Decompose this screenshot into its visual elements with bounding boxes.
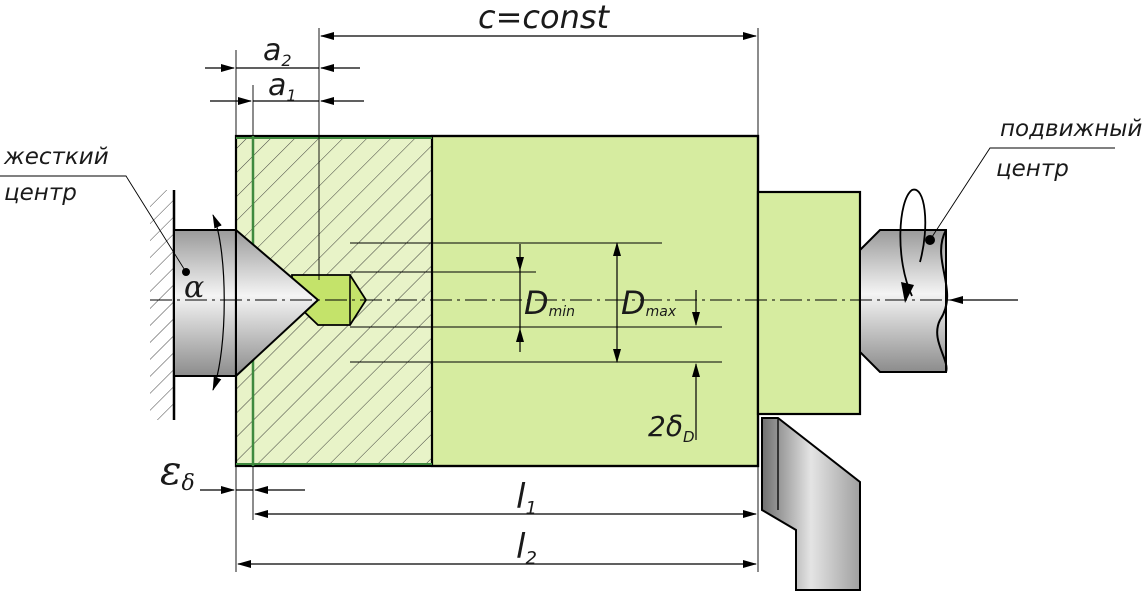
c-const-label: c=const [478, 0, 611, 36]
d-min-label: Dmin [524, 284, 575, 322]
d-max-label: Dmax [621, 284, 677, 322]
bottom-dimensions [200, 466, 759, 572]
leader-lines [0, 147, 1115, 273]
fixed-center-label-line1: жесткий [3, 144, 109, 170]
alpha-angle-dimension [212, 214, 225, 391]
a2-label: a2 [263, 33, 292, 70]
movable-center-label-line1: подвижный [1000, 116, 1142, 142]
a1-label: a1 [268, 68, 297, 105]
movable-center [859, 188, 949, 373]
movable-center-label-line2: центр [996, 156, 1069, 182]
alpha-label: α [184, 270, 204, 305]
two-delta-label: 2δD [648, 410, 695, 446]
fixed-center-label-line2: центр [4, 180, 77, 206]
rotation-arrow [899, 188, 927, 297]
workpiece-shoulder [756, 190, 862, 416]
workpiece [234, 134, 760, 468]
l1-label: l1 [516, 477, 537, 519]
epsilon-label: εδ [160, 448, 195, 496]
workpiece-body [430, 134, 760, 468]
fixed-wall [150, 190, 176, 420]
cutting-tool [761, 417, 861, 591]
diameter-reference-lines [350, 242, 722, 363]
top-dimensions [205, 28, 759, 280]
l2-label: l2 [516, 527, 537, 569]
